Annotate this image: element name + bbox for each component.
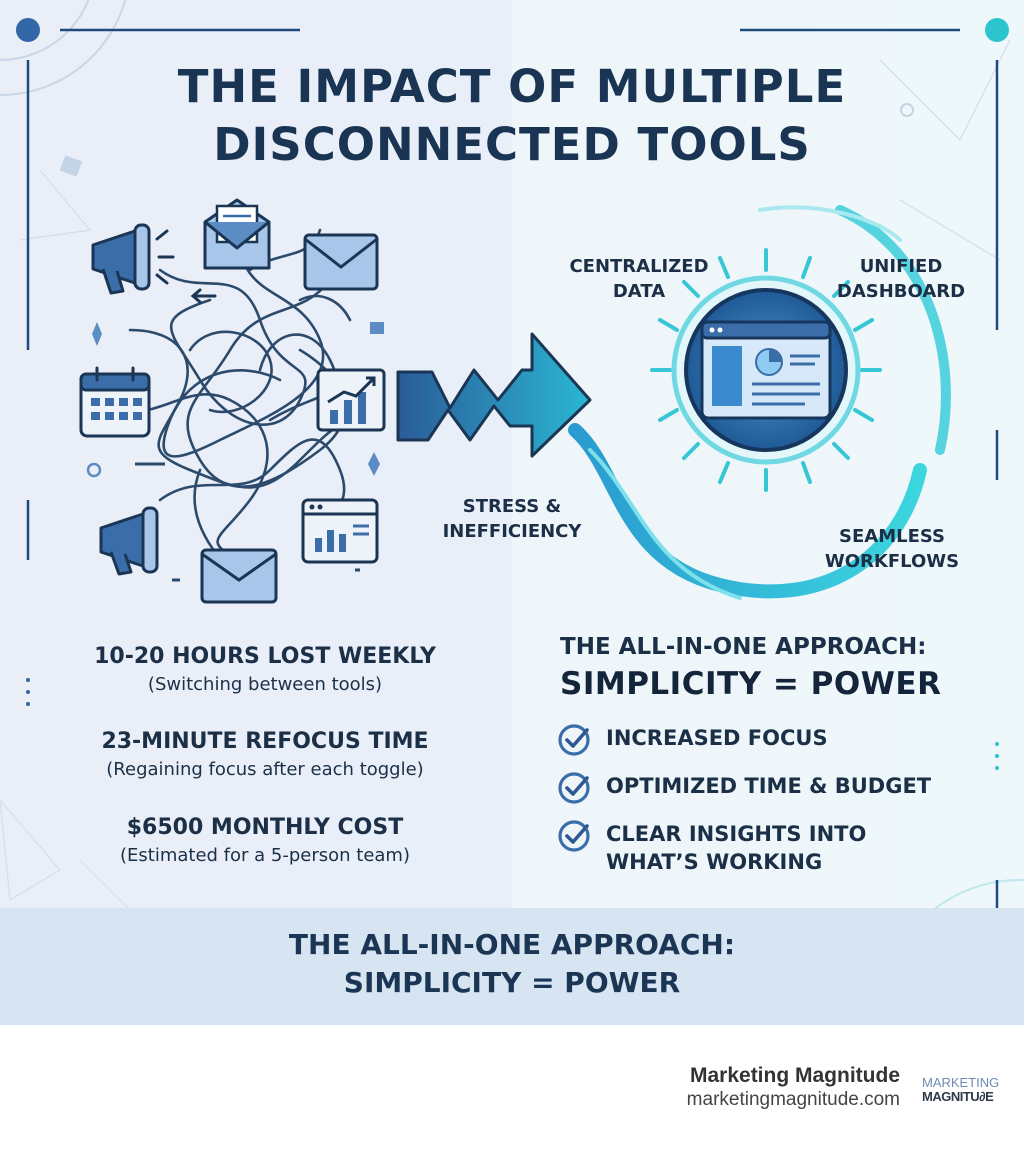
dashboard-hub-icon [650, 248, 882, 492]
label-line: STRESS & [462, 496, 562, 517]
footer-slogan: THE ALL-IN-ONE APPROACH: SIMPLICITY = PO… [0, 926, 1024, 1002]
title-line: THE IMPACT OF MULTIPLE [177, 60, 847, 113]
benefit-text: OPTIMIZED TIME & BUDGET [606, 772, 931, 800]
stat-title: 23-MINUTE REFOCUS TIME [101, 729, 429, 754]
brand-name: Marketing Magnitude [689, 1064, 900, 1087]
approach-title: THE ALL-IN-ONE APPROACH: [560, 634, 927, 660]
unified-dashboard-label: UNIFIED DASHBOARD [826, 254, 976, 304]
stat-subtitle: (Switching between tools) [147, 674, 383, 695]
calendar-icon [79, 366, 151, 438]
list-item: OPTIMIZED TIME & BUDGET [556, 772, 996, 806]
check-circle-icon [558, 724, 590, 756]
label-line: DATA [612, 281, 666, 302]
logo-line: MARKETING [922, 1075, 1000, 1090]
stat-subtitle: (Estimated for a 5-person team) [120, 845, 410, 866]
dashboard-icon [301, 498, 379, 564]
check-circle-icon [558, 772, 590, 804]
stat-monthly-cost: $6500 MONTHLY COST (Estimated for a 5-pe… [40, 813, 490, 869]
megaphone-icon [91, 223, 175, 295]
centralized-data-label: CENTRALIZED DATA [554, 254, 724, 304]
megaphone-icon [99, 506, 159, 576]
brand-url[interactable]: marketingmagnitude.com [686, 1089, 900, 1110]
zigzag-arrow-icon [396, 332, 592, 458]
label-line: UNIFIED [859, 256, 943, 277]
stat-subtitle: (Regaining focus after each toggle) [106, 759, 424, 780]
envelope-icon [303, 233, 379, 291]
envelope-icon [203, 198, 271, 270]
benefits-list: INCREASED FOCUS OPTIMIZED TIME & BUDGET … [556, 724, 996, 890]
approach-slogan: SIMPLICITY = POWER [560, 666, 942, 702]
infographic: THE IMPACT OF MULTIPLE DISCONNECTED TOOL… [0, 0, 1024, 1025]
list-item: INCREASED FOCUS [556, 724, 996, 758]
benefit-line: CLEAR INSIGHTS INTO [606, 822, 867, 846]
envelope-icon [200, 548, 278, 604]
page-title: THE IMPACT OF MULTIPLE DISCONNECTED TOOL… [0, 58, 1024, 174]
stat-refocus-time: 23-MINUTE REFOCUS TIME (Regaining focus … [40, 727, 490, 783]
flow-stream [568, 205, 951, 600]
logo-line: MAGNITU∂E [922, 1089, 994, 1104]
stat-hours-lost: 10-20 HOURS LOST WEEKLY (Switching betwe… [40, 642, 490, 698]
sparkle-decoration [26, 103, 999, 770]
approach-heading: THE ALL-IN-ONE APPROACH: SIMPLICITY = PO… [560, 632, 1000, 706]
brand-credit: Marketing Magnitude marketingmagnitude.c… [687, 1064, 900, 1112]
stress-inefficiency-label: STRESS & INEFFICIENCY [420, 494, 604, 544]
title-line: DISCONNECTED TOOLS [213, 118, 811, 171]
stat-title: 10-20 HOURS LOST WEEKLY [94, 644, 436, 669]
footer-line: THE ALL-IN-ONE APPROACH: [288, 928, 736, 961]
label-line: SEAMLESS [839, 526, 945, 547]
label-line: CENTRALIZED [569, 256, 709, 277]
footer-line: SIMPLICITY = POWER [343, 966, 681, 999]
tangled-connections [118, 228, 372, 582]
check-circle-icon [558, 820, 590, 852]
stat-title: $6500 MONTHLY COST [126, 815, 404, 840]
benefit-line: INCREASED FOCUS [606, 726, 828, 750]
label-line: DASHBOARD [836, 281, 966, 302]
list-item: CLEAR INSIGHTS INTO WHAT’S WORKING [556, 820, 996, 876]
benefit-line: WHAT’S WORKING [606, 850, 823, 874]
chart-icon [316, 368, 386, 432]
label-line: WORKFLOWS [824, 551, 960, 572]
benefit-text: INCREASED FOCUS [606, 724, 828, 752]
benefit-text: CLEAR INSIGHTS INTO WHAT’S WORKING [606, 820, 866, 876]
footer-band [0, 908, 1024, 1025]
small-arrow-icon [190, 288, 217, 304]
benefit-line: OPTIMIZED TIME & BUDGET [606, 774, 932, 798]
label-line: INEFFICIENCY [442, 521, 582, 542]
seamless-workflows-label: SEAMLESS WORKFLOWS [812, 524, 972, 574]
brand-logo: MARKETING MAGNITU∂E [922, 1076, 1000, 1104]
